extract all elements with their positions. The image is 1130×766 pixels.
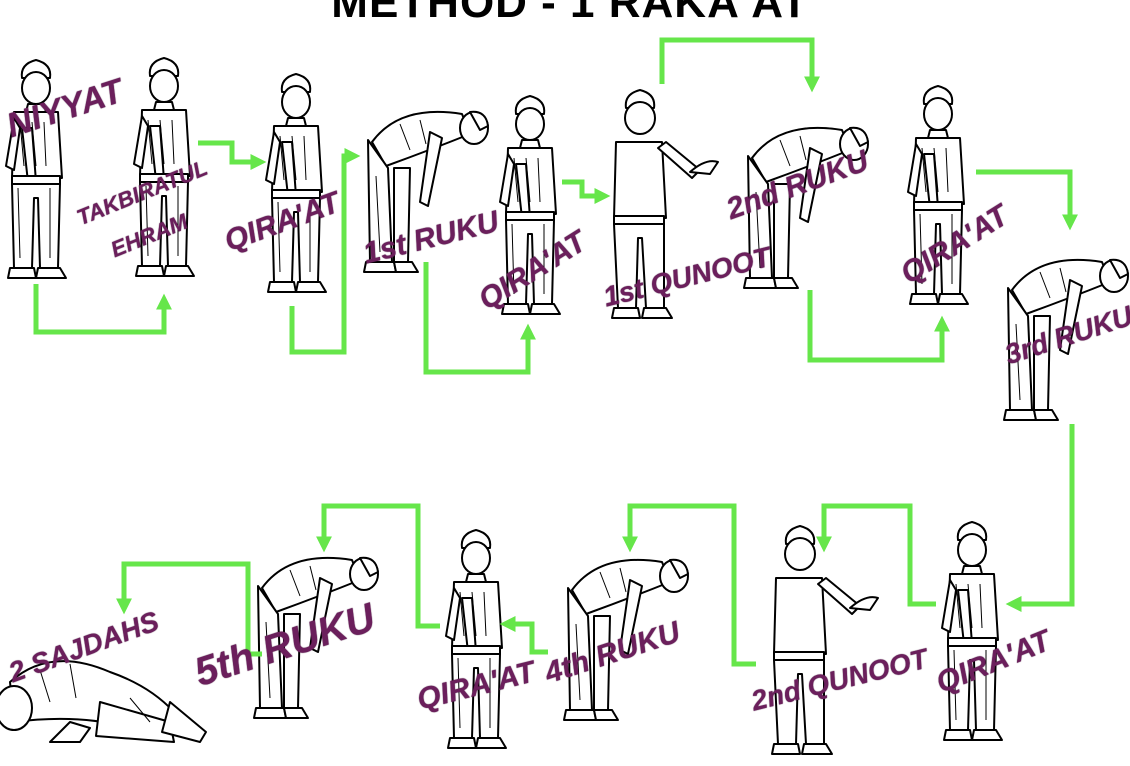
- figure-step-11-2nd-qunoot: [772, 526, 878, 754]
- flow-arrows: [36, 40, 1072, 664]
- arrow-6-to-7: [662, 40, 812, 86]
- arrow-1-to-2: [36, 284, 164, 332]
- arrow-2-to-3: [198, 143, 260, 162]
- arrow-9-to-10: [1012, 424, 1072, 604]
- page-title: METHOD - 1 RAKA'AT: [300, 0, 840, 28]
- figure-step-3-qiraat: [266, 74, 326, 292]
- arrow-5-to-6: [562, 182, 604, 196]
- figure-step-10-qiraat: [942, 522, 1002, 740]
- figure-step-13-qiraat: [446, 530, 506, 748]
- arrow-12-to-13: [506, 624, 548, 652]
